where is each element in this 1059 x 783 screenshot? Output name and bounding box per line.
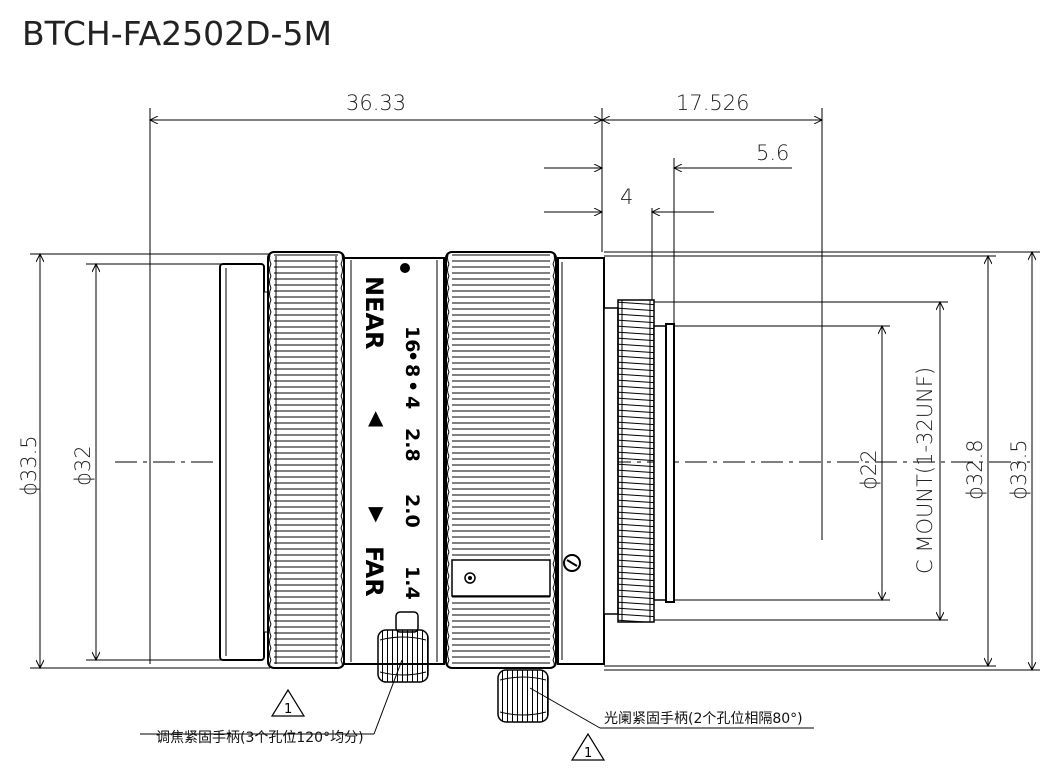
dim-rear-length: 17.526 (676, 91, 749, 115)
note-number-1: 1 (284, 702, 292, 717)
iris-screw-callout: 光阑紧固手柄(2个孔位相隔80°) (604, 711, 803, 727)
dim-thread-offset: 4 (620, 185, 633, 209)
front-cap (219, 263, 265, 661)
near-arrow-icon: ▲ (368, 405, 384, 429)
c-mount-thread (617, 299, 655, 623)
marking-ring (343, 257, 445, 665)
focus-dot-icon (400, 263, 410, 273)
dim-mount-label: C MOUNT(1-32UNF) (913, 367, 937, 574)
rear-tube (653, 325, 667, 601)
aperture-2-8: 2.8 (401, 428, 423, 462)
aperture-4: 4 (401, 396, 423, 409)
iris-ring (445, 251, 557, 669)
lens-markings: NEAR FAR ▲ ▼ 16 • 8 • 4 2.8 2.0 1.4 (360, 263, 423, 600)
dim-mount-diameter: ϕ32.8 (963, 439, 987, 500)
aperture-16: 16 (401, 326, 423, 352)
aperture-dot-2: • (401, 380, 423, 392)
aperture-1-4: 1.4 (401, 566, 423, 600)
note-triangle-icon-1: 1 (270, 688, 306, 717)
dim-front-inner-diameter: ϕ32 (71, 445, 95, 486)
dim-front-diameter: ϕ33.5 (17, 435, 41, 496)
dim-inner-rear-diameter: ϕ22 (857, 449, 881, 490)
focus-ring (267, 251, 345, 669)
lens-body (219, 251, 675, 669)
dim-total-length: 36.33 (346, 91, 406, 115)
near-label: NEAR (360, 276, 388, 350)
dimensions (30, 108, 1040, 735)
aperture-dot-1: • (401, 350, 423, 362)
note-number-2: 1 (584, 746, 592, 761)
far-arrow-icon: ▼ (368, 501, 384, 525)
iris-lock-screw (497, 669, 549, 723)
focus-lock-screw (377, 611, 429, 683)
dim-flange-offset: 5.6 (756, 141, 789, 165)
focus-screw-callout: 调焦紧固手柄(3个孔位120°均分) (156, 730, 364, 746)
aperture-8: 8 (401, 364, 423, 377)
aperture-2-0: 2.0 (401, 494, 423, 528)
dim-rear-diameter: ϕ33.5 (1007, 439, 1031, 500)
note-triangle-icon-2: 1 (570, 732, 606, 761)
far-label: FAR (360, 546, 388, 597)
rear-barrel (557, 257, 605, 665)
drawing-title: BTCH-FA2502D-5M (22, 14, 332, 53)
